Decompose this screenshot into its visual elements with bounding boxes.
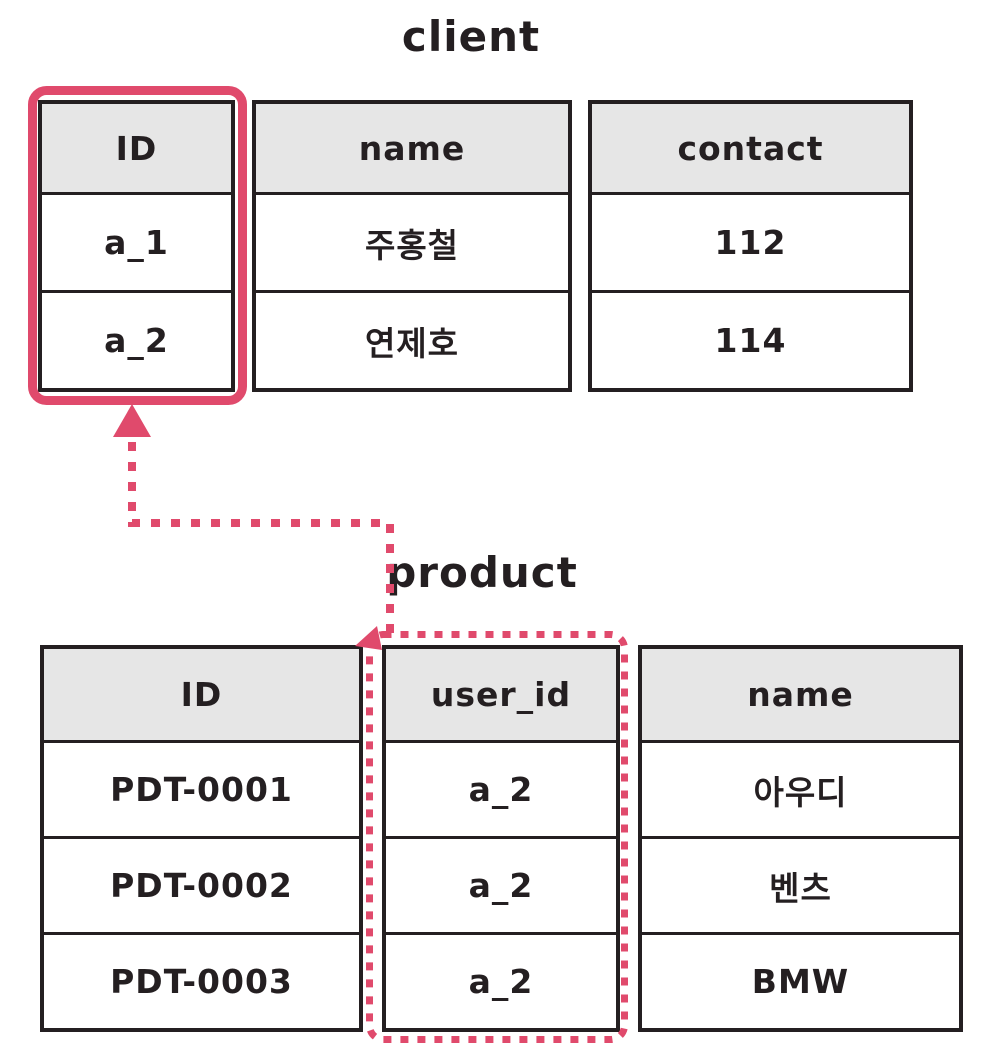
product-userid-cell-1: a_2 (386, 836, 616, 932)
relationship-connector (128, 436, 394, 633)
client-id-cell-0: a_1 (42, 192, 231, 290)
product-name-cell-0: 아우디 (642, 740, 959, 836)
product-name-cell-1: 벤츠 (642, 836, 959, 932)
client-contact-header: contact (592, 104, 909, 192)
client-table-title: client (401, 12, 541, 61)
product-name-cell-2: BMW (642, 932, 959, 1028)
client-id-column: ID a_1 a_2 (38, 100, 235, 392)
client-name-cell-1: 연제호 (256, 290, 568, 388)
client-name-cell-0: 주홍철 (256, 192, 568, 290)
product-userid-header: user_id (386, 649, 616, 740)
client-name-column: name 주홍철 연제호 (252, 100, 572, 392)
product-userid-cell-0: a_2 (386, 740, 616, 836)
client-contact-cell-0: 112 (592, 192, 909, 290)
client-name-header: name (256, 104, 568, 192)
client-id-header: ID (42, 104, 231, 192)
product-userid-column: user_id a_2 a_2 a_2 (382, 645, 620, 1032)
product-id-header: ID (44, 649, 359, 740)
product-id-cell-0: PDT-0001 (44, 740, 359, 836)
product-id-column: ID PDT-0001 PDT-0002 PDT-0003 (40, 645, 363, 1032)
client-id-cell-1: a_2 (42, 290, 231, 388)
product-userid-cell-2: a_2 (386, 932, 616, 1028)
product-name-column: name 아우디 벤츠 BMW (638, 645, 963, 1032)
arrowhead-up-icon (113, 404, 151, 437)
client-contact-cell-1: 114 (592, 290, 909, 388)
product-id-cell-1: PDT-0002 (44, 836, 359, 932)
product-id-cell-2: PDT-0003 (44, 932, 359, 1028)
client-contact-column: contact 112 114 (588, 100, 913, 392)
product-name-header: name (642, 649, 959, 740)
product-table-title: product (386, 548, 578, 597)
